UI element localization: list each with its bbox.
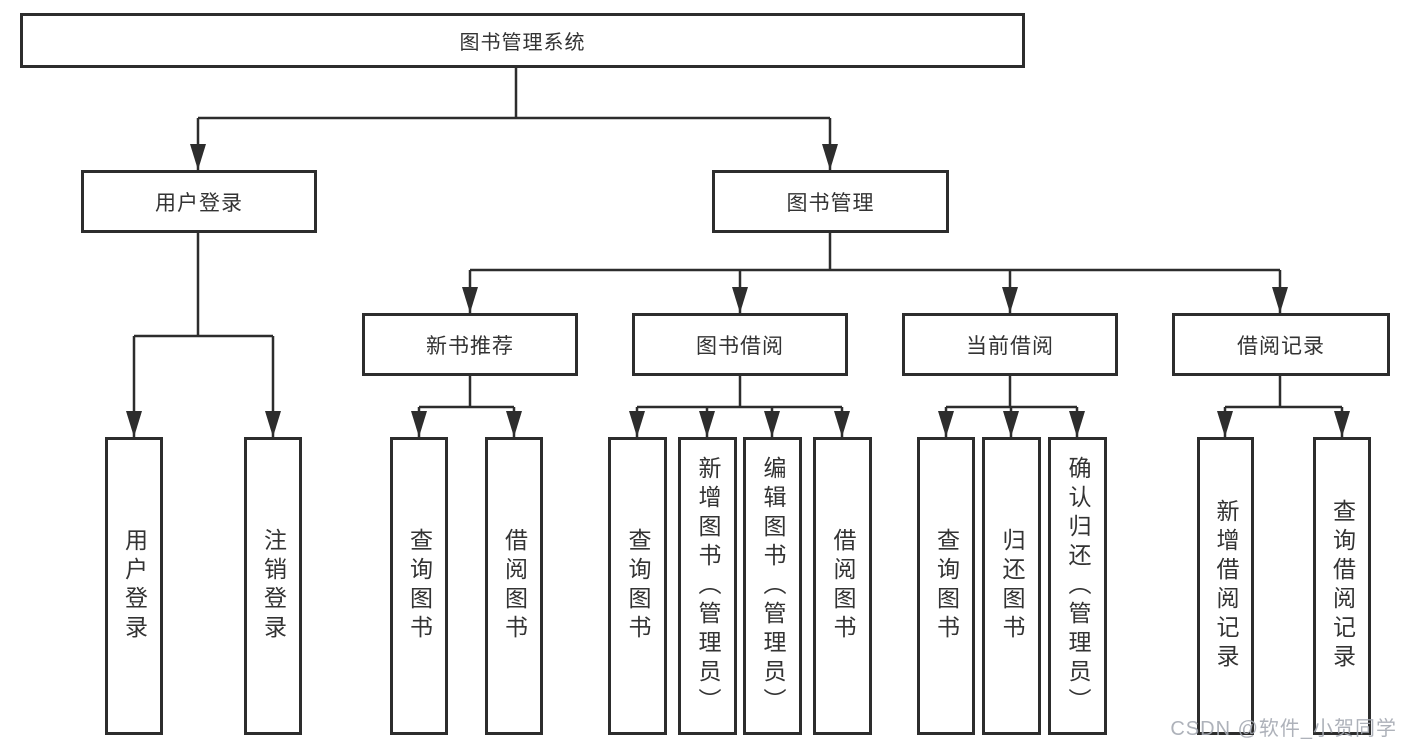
node-root-system: 图书管理系统	[20, 13, 1025, 68]
connector-new-book-rail	[419, 376, 514, 409]
leaf-confirm-return-admin-label: 确认归还（管理员）	[1065, 455, 1091, 717]
leaf-query-books-newbook: 查询图书	[390, 437, 448, 735]
leaf-query-books-current-label: 查询图书	[933, 528, 960, 644]
leaf-confirm-return-admin: 确认归还（管理员）	[1048, 437, 1107, 735]
leaf-edit-books-admin: 编辑图书（管理员）	[743, 437, 802, 735]
node-borrowing-records-label: 借阅记录	[1237, 334, 1325, 358]
leaf-query-books-current: 查询图书	[917, 437, 975, 735]
node-new-book-recommend: 新书推荐	[362, 313, 578, 376]
node-new-book-recommend-label: 新书推荐	[426, 334, 514, 358]
leaf-borrow-books-borrowing: 借阅图书	[813, 437, 872, 735]
node-book-borrowing-label: 图书借阅	[696, 334, 784, 358]
leaf-logout-login-label: 注销登录	[260, 528, 287, 644]
node-user-login-label: 用户登录	[155, 191, 243, 215]
leaf-query-borrow-record-label: 查询借阅记录	[1329, 499, 1356, 673]
leaf-query-books-newbook-label: 查询图书	[406, 528, 433, 644]
connector-current-borrowing-rail	[946, 376, 1077, 409]
leaf-query-borrow-record: 查询借阅记录	[1313, 437, 1371, 735]
watermark: CSDN @软件_小贺同学	[1170, 718, 1397, 740]
leaf-add-borrow-record: 新增借阅记录	[1197, 437, 1254, 735]
node-book-borrowing: 图书借阅	[632, 313, 848, 376]
connector-borrowing-records-rail	[1225, 376, 1342, 409]
leaf-borrow-books-newbook-label: 借阅图书	[501, 528, 528, 644]
leaf-add-books-admin: 新增图书（管理员）	[678, 437, 737, 735]
connector-book-management-rail	[470, 233, 1280, 272]
node-root-label: 图书管理系统	[459, 32, 586, 54]
connector-root-rail	[198, 68, 830, 120]
leaf-edit-books-admin-label: 编辑图书（管理员）	[760, 455, 786, 717]
leaf-return-books: 归还图书	[982, 437, 1041, 735]
leaf-borrow-books-newbook: 借阅图书	[485, 437, 543, 735]
leaf-return-books-label: 归还图书	[999, 528, 1025, 644]
node-current-borrowing: 当前借阅	[902, 313, 1118, 376]
connector-user-login-rail	[134, 233, 273, 338]
node-book-management: 图书管理	[712, 170, 949, 233]
node-user-login: 用户登录	[81, 170, 317, 233]
node-current-borrowing-label: 当前借阅	[966, 334, 1054, 358]
leaf-logout-login: 注销登录	[244, 437, 302, 735]
leaf-user-login: 用户登录	[105, 437, 163, 735]
leaf-add-books-admin-label: 新增图书（管理员）	[695, 455, 721, 717]
leaf-query-books-borrowing-label: 查询图书	[625, 528, 651, 644]
leaf-borrow-books-borrowing-label: 借阅图书	[830, 528, 856, 644]
leaf-query-books-borrowing: 查询图书	[608, 437, 667, 735]
leaf-add-borrow-record-label: 新增借阅记录	[1213, 499, 1239, 673]
leaf-user-login-label: 用户登录	[121, 528, 148, 644]
node-borrowing-records: 借阅记录	[1172, 313, 1390, 376]
node-book-management-label: 图书管理	[786, 191, 875, 215]
connector-book-borrowing-rail	[637, 376, 842, 409]
